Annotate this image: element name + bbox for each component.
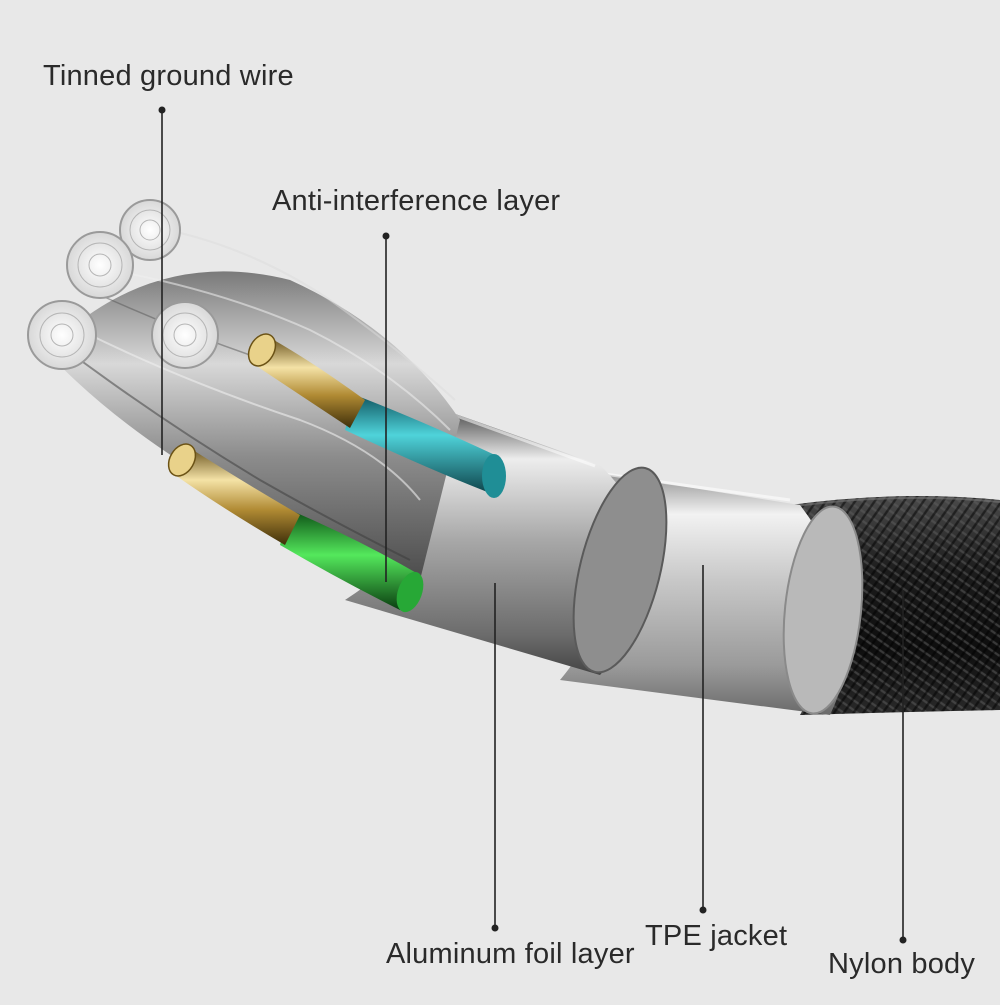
green-core [280, 510, 424, 613]
leader-dot-nylon [899, 936, 907, 944]
gold-pin-upper [247, 333, 365, 428]
strand-ends [27, 199, 219, 370]
aluminum-foil-section [345, 405, 668, 675]
leader-lines [158, 106, 907, 944]
leader-dot-ground [158, 106, 166, 114]
leader-dot-tpe [699, 906, 707, 914]
leader-dot-foil [491, 924, 499, 932]
gold-pin-lower [167, 443, 300, 545]
label-aluminum-foil-layer: Aluminum foil layer [386, 938, 635, 970]
label-anti-interference-layer: Anti-interference layer [272, 185, 561, 217]
leader-dot-anti [382, 232, 390, 240]
label-tinned-ground-wire: Tinned ground wire [43, 60, 294, 92]
label-tpe-jacket: TPE jacket [645, 920, 788, 952]
cyan-core [345, 395, 506, 498]
label-nylon-body: Nylon body [828, 948, 976, 980]
